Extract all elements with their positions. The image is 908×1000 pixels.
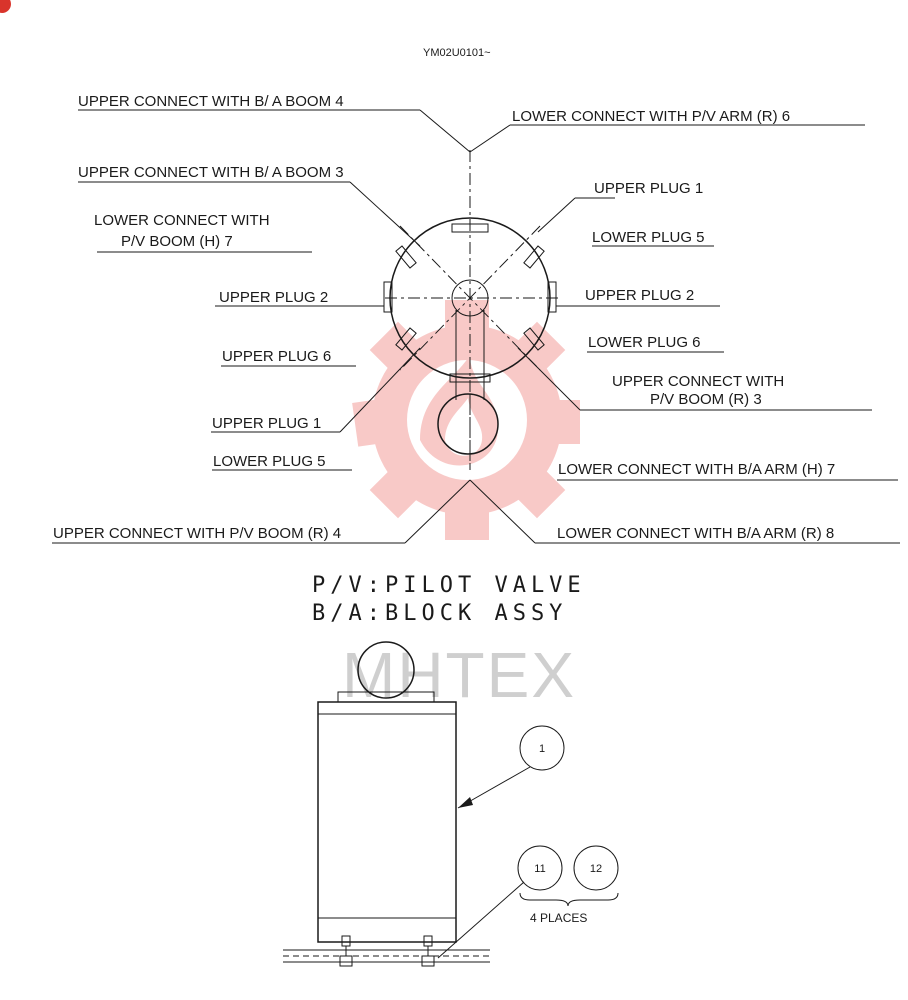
label-upper-plug-1-right: UPPER PLUG 1	[594, 180, 703, 197]
label-lower-plug-5-left: LOWER PLUG 5	[213, 453, 326, 470]
label-upper-connect-boom-r3-line1: UPPER CONNECT WITH	[612, 373, 784, 390]
label-lower-connect-arm-h7: LOWER CONNECT WITH B/A ARM (H) 7	[558, 461, 835, 478]
label-upper-connect-boom-r3-line2: P/V BOOM (R) 3	[650, 391, 762, 408]
leader-lines	[52, 109, 900, 544]
balloon-item-1: 1	[457, 725, 565, 809]
label-lower-connect-boom-h7-line2: P/V BOOM (H) 7	[121, 233, 233, 250]
balloon-11-text: 11	[534, 863, 545, 875]
callout-labels: UPPER CONNECT WITH B/ A BOOM 4 LOWER CON…	[53, 93, 835, 542]
side-view	[283, 641, 490, 967]
legend-block-assy: B/A:BLOCK ASSY	[312, 601, 567, 626]
lever-knob-side	[357, 641, 415, 699]
drawing-code: YM02U0101~	[423, 47, 491, 59]
legend-pilot-valve: P/V:PILOT VALVE	[312, 573, 586, 598]
top-view	[383, 150, 560, 470]
label-lower-plug-5-right: LOWER PLUG 5	[592, 229, 705, 246]
label-lower-connect-arm-6: LOWER CONNECT WITH P/V ARM (R) 6	[512, 108, 790, 125]
label-upper-plug-2-right: UPPER PLUG 2	[585, 287, 694, 304]
label-upper-plug-2-left: UPPER PLUG 2	[219, 289, 328, 306]
watermark-logo	[352, 300, 580, 540]
balloon-1-text: 1	[539, 743, 545, 755]
label-lower-plug-6-right: LOWER PLUG 6	[588, 334, 701, 351]
watermark-text: MHTEX	[342, 639, 576, 711]
balloon-12-text: 12	[590, 863, 602, 875]
label-upper-plug-6-left: UPPER PLUG 6	[222, 348, 331, 365]
valve-body-top	[389, 217, 551, 379]
label-upper-connect-boom-3: UPPER CONNECT WITH B/ A BOOM 3	[78, 164, 344, 181]
balloon-places-text: 4 PLACES	[530, 911, 587, 925]
label-lower-connect-arm-r8: LOWER CONNECT WITH B/A ARM (R) 8	[557, 525, 834, 542]
label-upper-plug-1-left: UPPER PLUG 1	[212, 415, 321, 432]
label-upper-connect-boom-r4: UPPER CONNECT WITH P/V BOOM (R) 4	[53, 525, 341, 542]
label-upper-connect-boom-4: UPPER CONNECT WITH B/ A BOOM 4	[78, 93, 344, 110]
valve-body-side	[317, 701, 457, 943]
corner-marker	[0, 0, 11, 13]
balloon-items-11-12: 11 12 4 PLACES	[437, 845, 619, 959]
lever-knob	[437, 393, 499, 455]
label-lower-connect-boom-h7-line1: LOWER CONNECT WITH	[94, 212, 270, 229]
